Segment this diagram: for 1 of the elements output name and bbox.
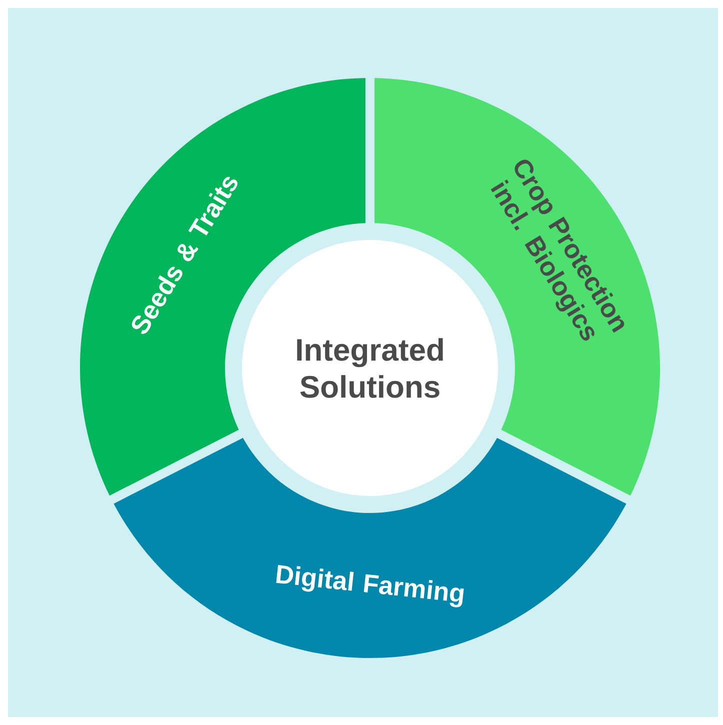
donut-segment: Digital Farming: [114, 438, 626, 658]
